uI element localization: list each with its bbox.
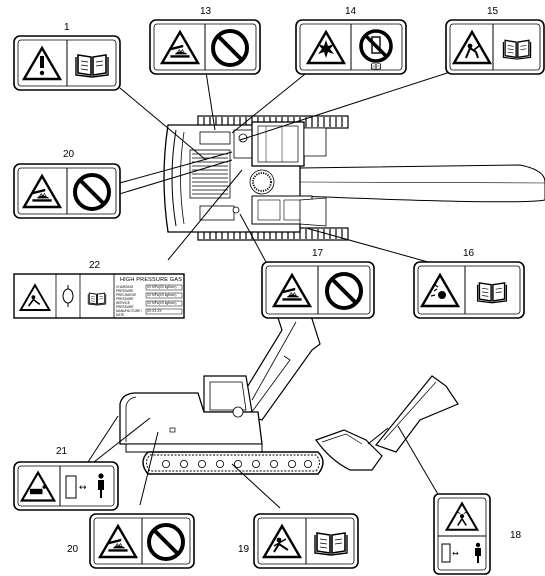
cab-top-view	[251, 121, 305, 167]
accumulator-icon	[62, 285, 74, 307]
explosion-warning-icon	[306, 30, 346, 65]
no-hand-icon	[211, 29, 249, 67]
safe-distance-icon: ↔	[65, 473, 104, 499]
callout-17: 17	[312, 248, 324, 259]
svg-text:↔: ↔	[79, 483, 87, 493]
no-hand-icon	[73, 173, 111, 211]
pressure-row-4-value: XX.XX.XX	[147, 309, 162, 313]
pressure-row-1-value: XX MPa(XX kgf/cm²)	[147, 285, 177, 289]
label-16-explosion-read-manual	[413, 261, 525, 319]
callout-22: 22	[89, 260, 101, 271]
label-13-crush-no-hand	[149, 19, 261, 75]
top-view-excavator	[163, 115, 545, 241]
svg-text:↔: ↔	[452, 549, 459, 558]
no-fire-icon	[359, 29, 393, 63]
pressure-row-3-label: SERVICE PRESSURE	[116, 301, 134, 309]
explosion-warning-icon	[420, 273, 460, 308]
pressure-warning-icon	[19, 284, 51, 311]
cab-side-view	[203, 375, 253, 413]
no-hand-icon	[147, 523, 185, 561]
pressure-row-2-label: PRECHARGE PRESSURE	[116, 293, 137, 301]
label-20-hand-crush-bottom	[89, 513, 195, 569]
falling-object-warning-icon	[445, 502, 479, 531]
callout-13: 13	[200, 6, 212, 17]
pressure-row-4-label: MANUFACTURE / DATE	[116, 309, 143, 317]
pressure-label-title: HIGH PRESSURE GAS	[120, 277, 183, 283]
run-over-warning-icon	[20, 471, 56, 502]
callout-16: 16	[463, 248, 475, 259]
callout-21: 21	[56, 446, 68, 457]
label-22-high-pressure-gas	[13, 273, 185, 319]
run-over-warning-icon	[262, 524, 302, 559]
label-17-crush-no-hand	[261, 261, 375, 319]
label-20-hand-crush-top	[13, 163, 121, 219]
pressure-row-2-value: XX MPa(XX kgf/cm²)	[147, 293, 177, 297]
bucket	[315, 429, 383, 471]
callout-19: 19	[238, 544, 250, 555]
callout-20-bottom: 20	[67, 544, 79, 555]
upper-body-side-view	[119, 392, 263, 445]
callout-1: 1	[64, 22, 70, 33]
pressure-row-1-label: CHARGING PRESSURE	[116, 285, 134, 293]
label-1-warning-read-manual	[13, 35, 121, 91]
no-hand-icon	[325, 272, 363, 310]
side-view-excavator	[119, 299, 459, 475]
label-14-fire-hazard	[295, 19, 407, 75]
arm-side-view	[374, 375, 459, 453]
track-side-view	[142, 451, 324, 475]
pressure-row-3-value: XX MPa(XX kgf/cm²)	[147, 301, 177, 305]
engine-grille	[189, 149, 231, 199]
label-18-bucket-safe-distance: ↔	[433, 493, 491, 575]
callout-18: 18	[510, 530, 522, 541]
label-15-fall-read-manual	[445, 19, 545, 75]
safe-distance-icon: ↔	[441, 542, 481, 563]
callout-20-top: 20	[63, 149, 75, 160]
callout-15: 15	[487, 6, 499, 17]
label-21-safe-distance: ↔	[13, 461, 119, 511]
warning-triangle-icon	[22, 46, 62, 81]
label-19-crush-read-manual	[253, 513, 359, 569]
boom-top-view	[299, 164, 545, 203]
callout-14: 14	[345, 6, 357, 17]
fall-hazard-icon	[452, 30, 492, 65]
